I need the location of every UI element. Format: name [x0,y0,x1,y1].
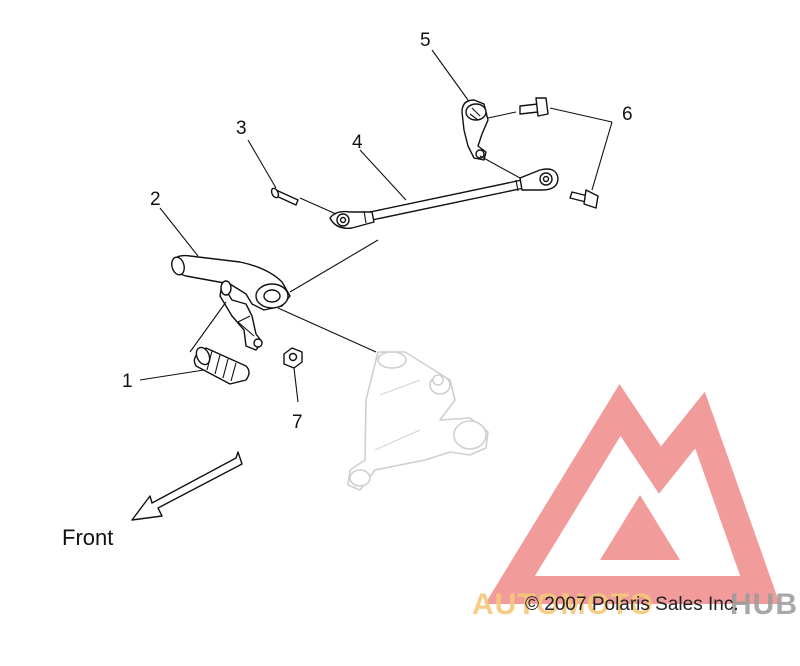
watermark-logo [485,383,780,604]
mounting-bracket-ghost [347,351,489,491]
callout-1: 1 [122,371,133,392]
front-direction-label: Front [62,525,113,550]
part-1-footpeg-rubber [193,346,250,385]
callout-7: 7 [292,412,303,433]
part-3-bolt [270,187,299,206]
watermark-text-left: AUTOMOTO [472,588,654,621]
part-5-shift-arm [461,99,489,161]
callout-6: 6 [622,104,633,125]
leader-lines [139,49,613,403]
part-6-bolt-upper [519,97,549,117]
part-6-bolt-lower [569,189,599,209]
callout-3: 3 [236,118,247,139]
watermark-text-right: HUB [730,588,798,621]
part-7-nut [283,347,303,369]
callout-5: 5 [420,30,431,51]
callout-4: 4 [352,132,363,153]
callout-2: 2 [150,189,161,210]
copyright-text: © 2007 Polaris Sales Inc. [525,594,739,615]
front-arrow-icon [131,451,243,521]
part-2-shift-lever [171,254,291,351]
part-4-shift-rod [329,168,559,229]
